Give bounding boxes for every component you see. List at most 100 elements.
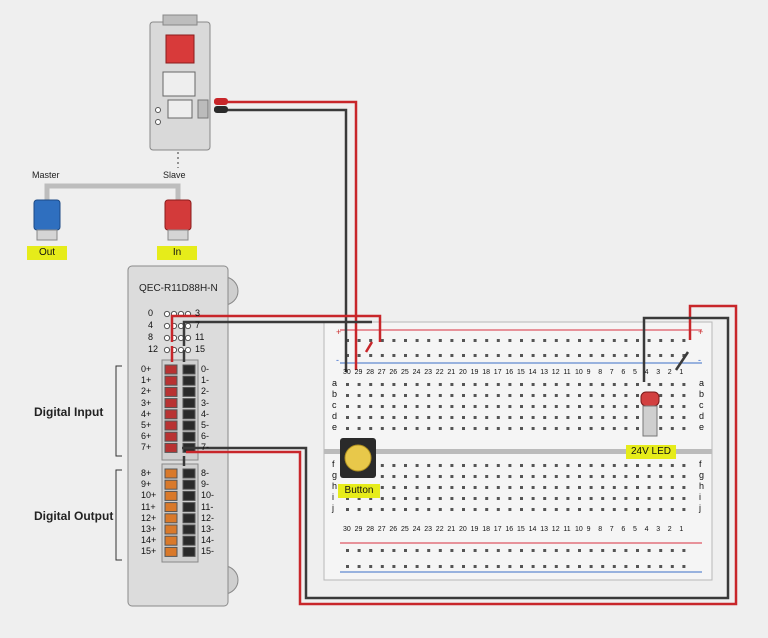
digital-output-label: Digital Output xyxy=(34,509,114,523)
terminal-label-minus: 1- xyxy=(201,375,210,386)
column-number: 3 xyxy=(656,526,661,533)
column-number: 30 xyxy=(343,369,351,376)
column-number: 8 xyxy=(598,526,603,533)
breadboard-hole xyxy=(520,508,523,511)
terminal-plus xyxy=(164,386,178,397)
address-label-left: 8 xyxy=(148,332,154,342)
column-number: 10 xyxy=(575,369,583,376)
breadboard-hole xyxy=(380,394,384,397)
terminal-label-plus: 7+ xyxy=(141,442,152,453)
terminal-minus xyxy=(182,524,196,535)
rail-hole xyxy=(566,565,570,568)
rail-hole xyxy=(369,565,373,568)
breadboard-hole xyxy=(554,427,558,430)
breadboard-hole xyxy=(485,416,489,419)
column-number: 9 xyxy=(586,369,591,376)
breadboard-hole xyxy=(624,427,628,430)
rail-hole xyxy=(682,339,686,342)
breadboard-hole xyxy=(612,486,616,489)
rail-hole xyxy=(496,354,500,357)
breadboard-hole xyxy=(670,394,674,397)
column-number: 2 xyxy=(667,526,672,533)
column-number: 1 xyxy=(679,369,684,376)
breadboard-hole xyxy=(578,508,581,511)
breadboard-hole xyxy=(659,383,663,386)
breadboard-hole xyxy=(369,497,373,500)
column-number: 18 xyxy=(482,526,490,533)
breadboard-hole xyxy=(496,416,500,419)
breadboard-hole xyxy=(589,394,593,397)
breadboard-hole xyxy=(485,508,489,511)
breadboard-hole xyxy=(578,464,581,467)
breadboard-hole xyxy=(578,405,581,408)
breadboard-hole xyxy=(636,464,639,467)
rail-hole xyxy=(601,354,605,357)
column-number: 21 xyxy=(447,369,456,376)
rail-minus-left: - xyxy=(336,355,339,365)
column-number: 24 xyxy=(412,369,421,376)
breadboard-hole xyxy=(601,383,605,386)
breadboard-hole xyxy=(450,394,454,397)
breadboard-hole xyxy=(369,405,373,408)
terminal-label-plus: 15+ xyxy=(141,546,157,557)
out-tag: Out xyxy=(27,246,67,260)
terminal-label-plus: 5+ xyxy=(141,420,152,430)
column-number: 20 xyxy=(459,526,467,533)
breadboard-hole xyxy=(357,394,361,397)
breadboard-hole xyxy=(531,427,535,430)
rail-hole xyxy=(404,549,407,552)
rail-hole xyxy=(392,565,396,568)
breadboard-hole xyxy=(647,486,651,489)
column-number: 12 xyxy=(551,369,560,376)
breadboard-hole xyxy=(485,486,489,489)
breadboard-hole xyxy=(566,416,570,419)
breadboard-hole xyxy=(404,486,407,489)
rail-hole xyxy=(647,565,651,568)
column-number: 19 xyxy=(470,369,479,376)
column-number: 27 xyxy=(377,369,386,376)
rail-hole xyxy=(682,549,686,552)
breadboard-hole xyxy=(508,464,512,467)
rail-hole xyxy=(601,549,605,552)
rail-hole xyxy=(554,549,558,552)
breadboard-hole xyxy=(589,416,593,419)
row-letter: g xyxy=(332,470,338,480)
rail-hole xyxy=(543,565,547,568)
terminal-label-minus: 14- xyxy=(201,535,215,546)
rail-hole xyxy=(520,549,523,552)
breadboard-hole xyxy=(357,383,361,386)
breadboard-hole xyxy=(392,383,396,386)
breadboard-hole xyxy=(659,486,663,489)
rail-hole xyxy=(520,354,523,357)
breadboard-hole xyxy=(670,383,674,386)
rail-hole xyxy=(636,339,639,342)
address-led xyxy=(163,310,171,318)
breadboard-hole xyxy=(659,427,663,430)
breadboard-hole xyxy=(624,486,628,489)
breadboard-hole xyxy=(520,427,523,430)
column-number: 11 xyxy=(563,526,571,533)
address-led xyxy=(184,346,192,354)
breadboard-hole xyxy=(531,497,535,500)
address-label-right: 3 xyxy=(195,308,201,318)
breadboard-hole xyxy=(566,497,570,500)
breadboard-hole xyxy=(612,416,616,419)
rail-hole xyxy=(670,565,674,568)
row-letter: d xyxy=(699,411,705,421)
rail-hole xyxy=(508,549,512,552)
breadboard-hole xyxy=(427,383,431,386)
breadboard-hole xyxy=(612,508,616,511)
rail-hole xyxy=(636,549,639,552)
rail-hole xyxy=(670,339,674,342)
breadboard-hole xyxy=(357,405,361,408)
breadboard-hole xyxy=(520,416,523,419)
breadboard-hole xyxy=(647,497,651,500)
terminal-label-plus: 14+ xyxy=(141,535,157,546)
row-letter: c xyxy=(332,400,337,410)
breadboard-hole xyxy=(520,497,523,500)
row-letter: h xyxy=(332,481,338,491)
breadboard-hole xyxy=(554,508,558,511)
breadboard-hole xyxy=(427,394,431,397)
breadboard-hole xyxy=(508,394,512,397)
rail-hole xyxy=(380,339,384,342)
